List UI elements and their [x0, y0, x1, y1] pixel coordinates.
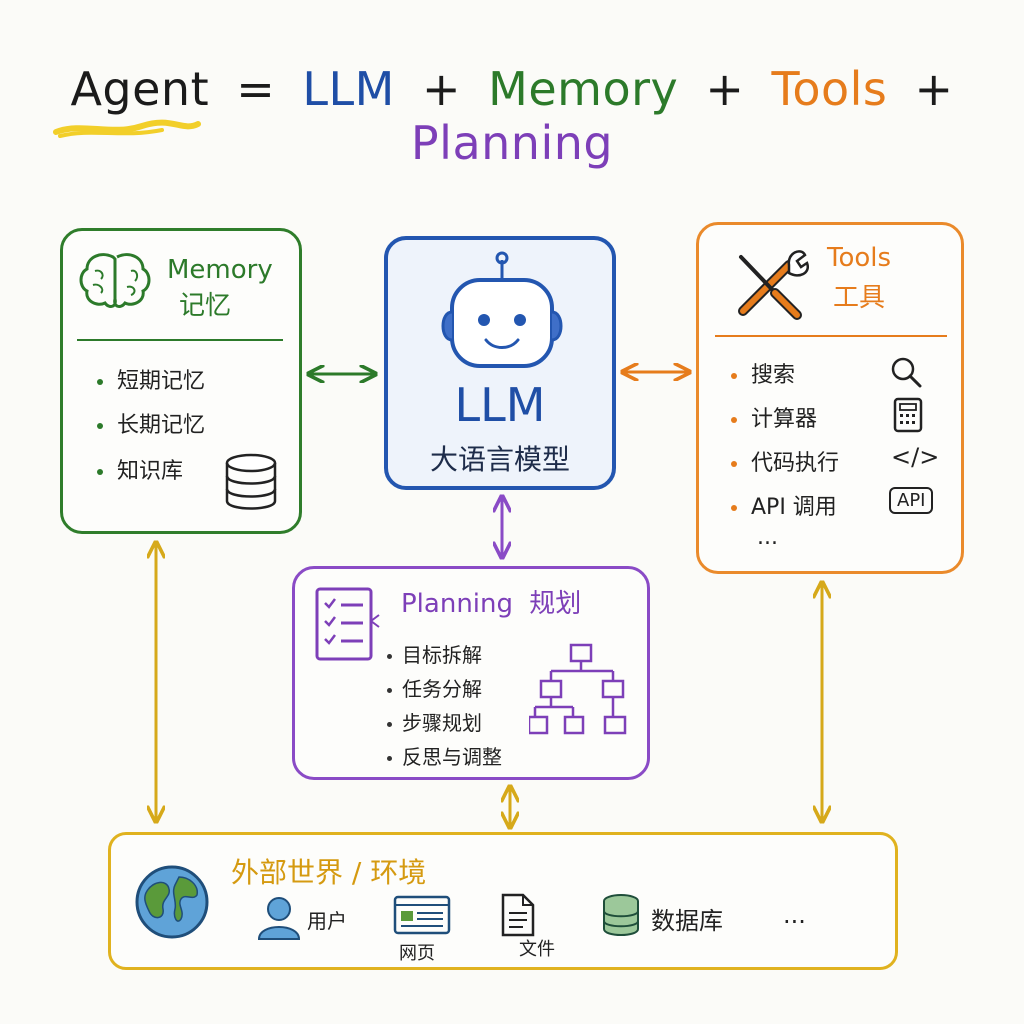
title-memory: Memory	[488, 62, 679, 116]
tools-title-en: Tools	[827, 243, 892, 273]
tools-icon	[738, 250, 809, 320]
database-icon	[603, 894, 639, 936]
code-icon: </>	[891, 443, 940, 471]
list-item: 步骤规划	[387, 707, 482, 736]
user-icon	[257, 897, 301, 940]
file-icon	[501, 893, 535, 937]
tree-diagram-icon	[529, 643, 627, 735]
list-item: 任务分解	[387, 673, 482, 702]
globe-icon	[135, 865, 209, 939]
world-item-file: 文件	[519, 939, 555, 960]
calculator-icon	[893, 397, 923, 433]
llm-title: LLM	[454, 378, 546, 432]
tools-box: Tools 工具 搜索 计算器 代码执行 </> API 调用 API ...	[696, 222, 964, 574]
title-plus: +	[914, 62, 954, 116]
tools-title-zh: 工具	[833, 283, 886, 313]
planning-box: Planning 规划 目标拆解 任务分解 步骤规划 反思与调整	[292, 566, 650, 780]
title-planning: Planning	[410, 116, 614, 170]
list-item: 计算器	[731, 401, 817, 433]
robot-icon	[441, 251, 563, 368]
divider	[77, 339, 283, 341]
world-item-webpage: 网页	[399, 943, 435, 964]
highlight-scribble	[53, 119, 201, 138]
memory-title-zh: 记忆	[179, 291, 232, 321]
llm-subtitle: 大语言模型	[429, 443, 570, 476]
list-item: 短期记忆	[97, 363, 205, 395]
webpage-icon	[393, 895, 451, 935]
divider	[715, 335, 947, 337]
world-item-database: 数据库	[651, 907, 723, 935]
page-title: Agent = LLM + Memory + Tools + Planning	[0, 62, 1024, 170]
checklist-icon	[315, 587, 380, 661]
list-item: 代码执行	[731, 445, 839, 477]
title-tools: Tools	[771, 62, 888, 116]
title-plus: +	[422, 62, 462, 116]
brain-icon	[79, 253, 151, 308]
title-agent: Agent	[70, 62, 210, 116]
list-item: API 调用	[731, 489, 837, 521]
search-icon	[891, 357, 922, 388]
memory-box: Memory 记忆 短期记忆 长期记忆 知识库	[60, 228, 302, 534]
title-equals: =	[236, 62, 276, 116]
world-title: 外部世界 / 环境	[231, 856, 427, 889]
title-plus: +	[705, 62, 745, 116]
list-item: 长期记忆	[97, 407, 205, 439]
api-badge: API	[889, 487, 934, 514]
world-box: 外部世界 / 环境 用户 网页 文件 数据库 ...	[108, 832, 898, 970]
list-item: 搜索	[731, 357, 795, 389]
world-more: ...	[783, 901, 806, 929]
list-item: 目标拆解	[387, 639, 482, 668]
planning-title-en: Planning	[401, 589, 513, 619]
tools-more: ...	[757, 525, 778, 550]
planning-title: Planning 规划	[401, 583, 581, 620]
llm-box: LLM 大语言模型	[384, 236, 616, 490]
database-icon	[225, 453, 277, 510]
planning-title-zh: 规划	[529, 589, 582, 619]
title-llm: LLM	[302, 62, 395, 116]
list-item: 知识库	[97, 453, 183, 485]
world-item-user: 用户	[307, 909, 347, 933]
memory-title-en: Memory	[167, 255, 273, 285]
list-item: 反思与调整	[387, 741, 502, 770]
